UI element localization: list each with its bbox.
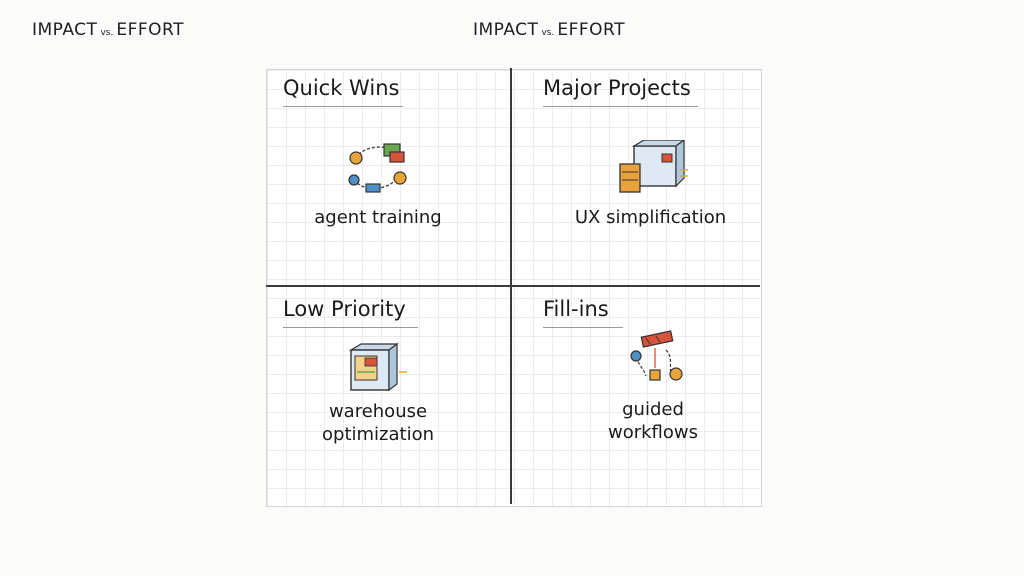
corner-title-impact: IMPACT [32,20,98,40]
page-title-impact: IMPACT [473,20,539,40]
server-boxes-icon [619,140,688,193]
guided-route-icon [630,330,683,381]
item-warehouse-line2: optimization [322,424,434,445]
item-guided-line1: guided [622,399,684,420]
item-ux-simplification: UX simplification [574,207,727,228]
quadrant-title-quick-wins: Quick Wins [283,76,403,107]
quadrant-title-fill-ins: Fill-ins [543,297,623,328]
horizontal-axis [266,285,760,287]
corner-title-vs: vs. [100,28,114,38]
page-title-vs: vs. [541,28,555,38]
item-warehouse-line1: warehouse [328,401,428,422]
quadrant-title-major-projects: Major Projects [543,76,698,107]
page-title-effort: EFFORT [557,20,625,40]
item-agent-training: agent training [314,207,442,228]
workflow-cycle-icon [348,143,407,193]
item-guided-workflows: guided workflows [578,398,728,444]
warehouse-box-icon [348,342,407,392]
corner-title-effort: EFFORT [116,20,184,40]
item-warehouse-optimization: warehouse optimization [298,400,458,446]
quadrant-title-low-priority: Low Priority [283,297,418,328]
item-guided-line2: workflows [607,422,698,443]
